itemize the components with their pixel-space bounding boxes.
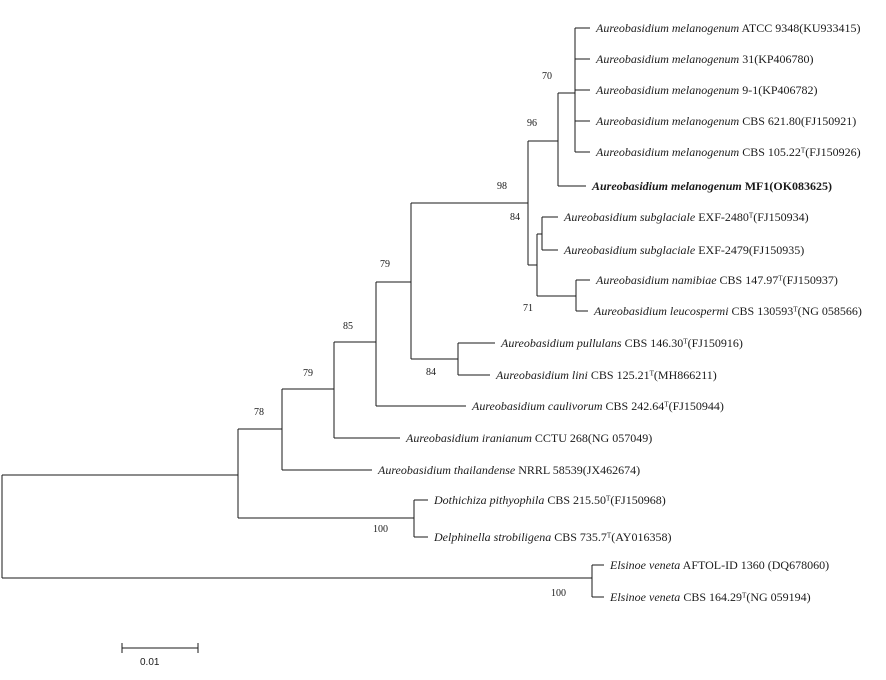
taxon-label: Aureobasidium namibiae CBS 147.97ᵀ(FJ150… bbox=[595, 273, 838, 287]
strain-id: EXF-2480ᵀ(FJ150934) bbox=[698, 210, 808, 224]
taxon-label: Aureobasidium subglaciale EXF-2479(FJ150… bbox=[563, 243, 804, 257]
taxon-label: Aureobasidium melanogenum CBS 105.22ᵀ(FJ… bbox=[595, 145, 861, 159]
tree-branches bbox=[1, 27, 604, 598]
taxon-label-highlighted: Aureobasidium melanogenum MF1(OK083625) bbox=[591, 179, 832, 193]
species-name: Aureobasidium lini bbox=[495, 368, 588, 382]
bootstrap-value: 98 bbox=[497, 181, 507, 192]
taxon-label: Aureobasidium iranianum CCTU 268(NG 0570… bbox=[405, 431, 652, 445]
bootstrap-value: 85 bbox=[343, 321, 353, 332]
species-name: Aureobasidium melanogenum bbox=[595, 114, 740, 128]
taxon-label: Aureobasidium leucospermi CBS 130593ᵀ(NG… bbox=[593, 304, 862, 318]
taxon-label: Aureobasidium melanogenum ATCC 9348(KU93… bbox=[595, 21, 861, 35]
taxon-label: Elsinoe veneta AFTOL-ID 1360 (DQ678060) bbox=[609, 558, 829, 572]
taxon-label: Aureobasidium pullulans CBS 146.30ᵀ(FJ15… bbox=[500, 336, 743, 350]
taxon-label: Aureobasidium melanogenum 31(KP406780) bbox=[595, 52, 814, 66]
bootstrap-value: 96 bbox=[527, 118, 537, 129]
species-name: Aureobasidium melanogenum bbox=[595, 21, 740, 35]
strain-id: CBS 242.64ᵀ(FJ150944) bbox=[606, 399, 724, 413]
strain-id: CBS 125.21ᵀ(MH866211) bbox=[591, 368, 717, 382]
taxon-label: Elsinoe veneta CBS 164.29ᵀ(NG 059194) bbox=[609, 590, 811, 604]
species-name: Elsinoe veneta bbox=[609, 590, 680, 604]
species-name: Aureobasidium iranianum bbox=[405, 431, 532, 445]
strain-id: 31(KP406780) bbox=[742, 52, 813, 66]
bootstrap-value: 100 bbox=[373, 524, 388, 535]
taxon-label: Dothichiza pithyophila CBS 215.50ᵀ(FJ150… bbox=[433, 493, 666, 507]
species-name: Aureobasidium pullulans bbox=[500, 336, 622, 350]
species-name: Aureobasidium namibiae bbox=[595, 273, 717, 287]
scale-bar-label: 0.01 bbox=[140, 657, 160, 668]
strain-id: CBS 215.50ᵀ(FJ150968) bbox=[547, 493, 665, 507]
strain-id: NRRL 58539(JX462674) bbox=[518, 463, 640, 477]
strain-id: CBS 146.30ᵀ(FJ150916) bbox=[625, 336, 743, 350]
bootstrap-value: 70 bbox=[542, 71, 552, 82]
taxon-label: Aureobasidium caulivorum CBS 242.64ᵀ(FJ1… bbox=[471, 399, 724, 413]
species-name: Aureobasidium thailandense bbox=[377, 463, 516, 477]
taxon-label: Aureobasidium melanogenum 9-1(KP406782) bbox=[595, 83, 818, 97]
strain-id: CBS 621.80(FJ150921) bbox=[742, 114, 856, 128]
bootstrap-value: 78 bbox=[254, 407, 264, 418]
strain-id: AFTOL-ID 1360 (DQ678060) bbox=[683, 558, 829, 572]
strain-id: 9-1(KP406782) bbox=[742, 83, 817, 97]
species-name: Aureobasidium caulivorum bbox=[471, 399, 603, 413]
taxon-label: Aureobasidium thailandense NRRL 58539(JX… bbox=[377, 463, 640, 477]
strain-id: EXF-2479(FJ150935) bbox=[698, 243, 804, 257]
taxon-label: Delphinella strobiligena CBS 735.7ᵀ(AY01… bbox=[433, 530, 671, 544]
bootstrap-value: 79 bbox=[303, 368, 313, 379]
strain-id: ATCC 9348(KU933415) bbox=[742, 21, 861, 35]
taxon-labels: Aureobasidium melanogenum ATCC 9348(KU93… bbox=[377, 21, 862, 604]
strain-id: CBS 130593ᵀ(NG 058566) bbox=[732, 304, 862, 318]
species-name: Aureobasidium melanogenum bbox=[595, 83, 740, 97]
strain-id: MF1(OK083625) bbox=[745, 179, 832, 193]
bootstrap-value: 79 bbox=[380, 259, 390, 270]
species-name: Elsinoe veneta bbox=[609, 558, 680, 572]
taxon-label: Aureobasidium lini CBS 125.21ᵀ(MH866211) bbox=[495, 368, 717, 382]
bootstrap-value: 71 bbox=[523, 303, 533, 314]
strain-id: CBS 164.29ᵀ(NG 059194) bbox=[683, 590, 810, 604]
bootstrap-values: 70 96 98 84 71 79 84 85 79 78 100 100 bbox=[254, 71, 566, 599]
scale-bar: 0.01 bbox=[121, 643, 199, 668]
taxon-label: Aureobasidium melanogenum CBS 621.80(FJ1… bbox=[595, 114, 856, 128]
strain-id: CBS 735.7ᵀ(AY016358) bbox=[554, 530, 671, 544]
bootstrap-value: 84 bbox=[426, 367, 436, 378]
strain-id: CBS 105.22ᵀ(FJ150926) bbox=[742, 145, 860, 159]
taxon-label: Aureobasidium subglaciale EXF-2480ᵀ(FJ15… bbox=[563, 210, 809, 224]
species-name: Aureobasidium melanogenum bbox=[591, 179, 742, 193]
bootstrap-value: 84 bbox=[510, 212, 520, 223]
species-name: Aureobasidium melanogenum bbox=[595, 145, 740, 159]
species-name: Aureobasidium subglaciale bbox=[563, 243, 696, 257]
strain-id: CCTU 268(NG 057049) bbox=[535, 431, 652, 445]
species-name: Dothichiza pithyophila bbox=[433, 493, 544, 507]
species-name: Aureobasidium melanogenum bbox=[595, 52, 740, 66]
strain-id: CBS 147.97ᵀ(FJ150937) bbox=[720, 273, 838, 287]
bootstrap-value: 100 bbox=[551, 588, 566, 599]
species-name: Aureobasidium subglaciale bbox=[563, 210, 696, 224]
species-name: Aureobasidium leucospermi bbox=[593, 304, 729, 318]
species-name: Delphinella strobiligena bbox=[433, 530, 551, 544]
